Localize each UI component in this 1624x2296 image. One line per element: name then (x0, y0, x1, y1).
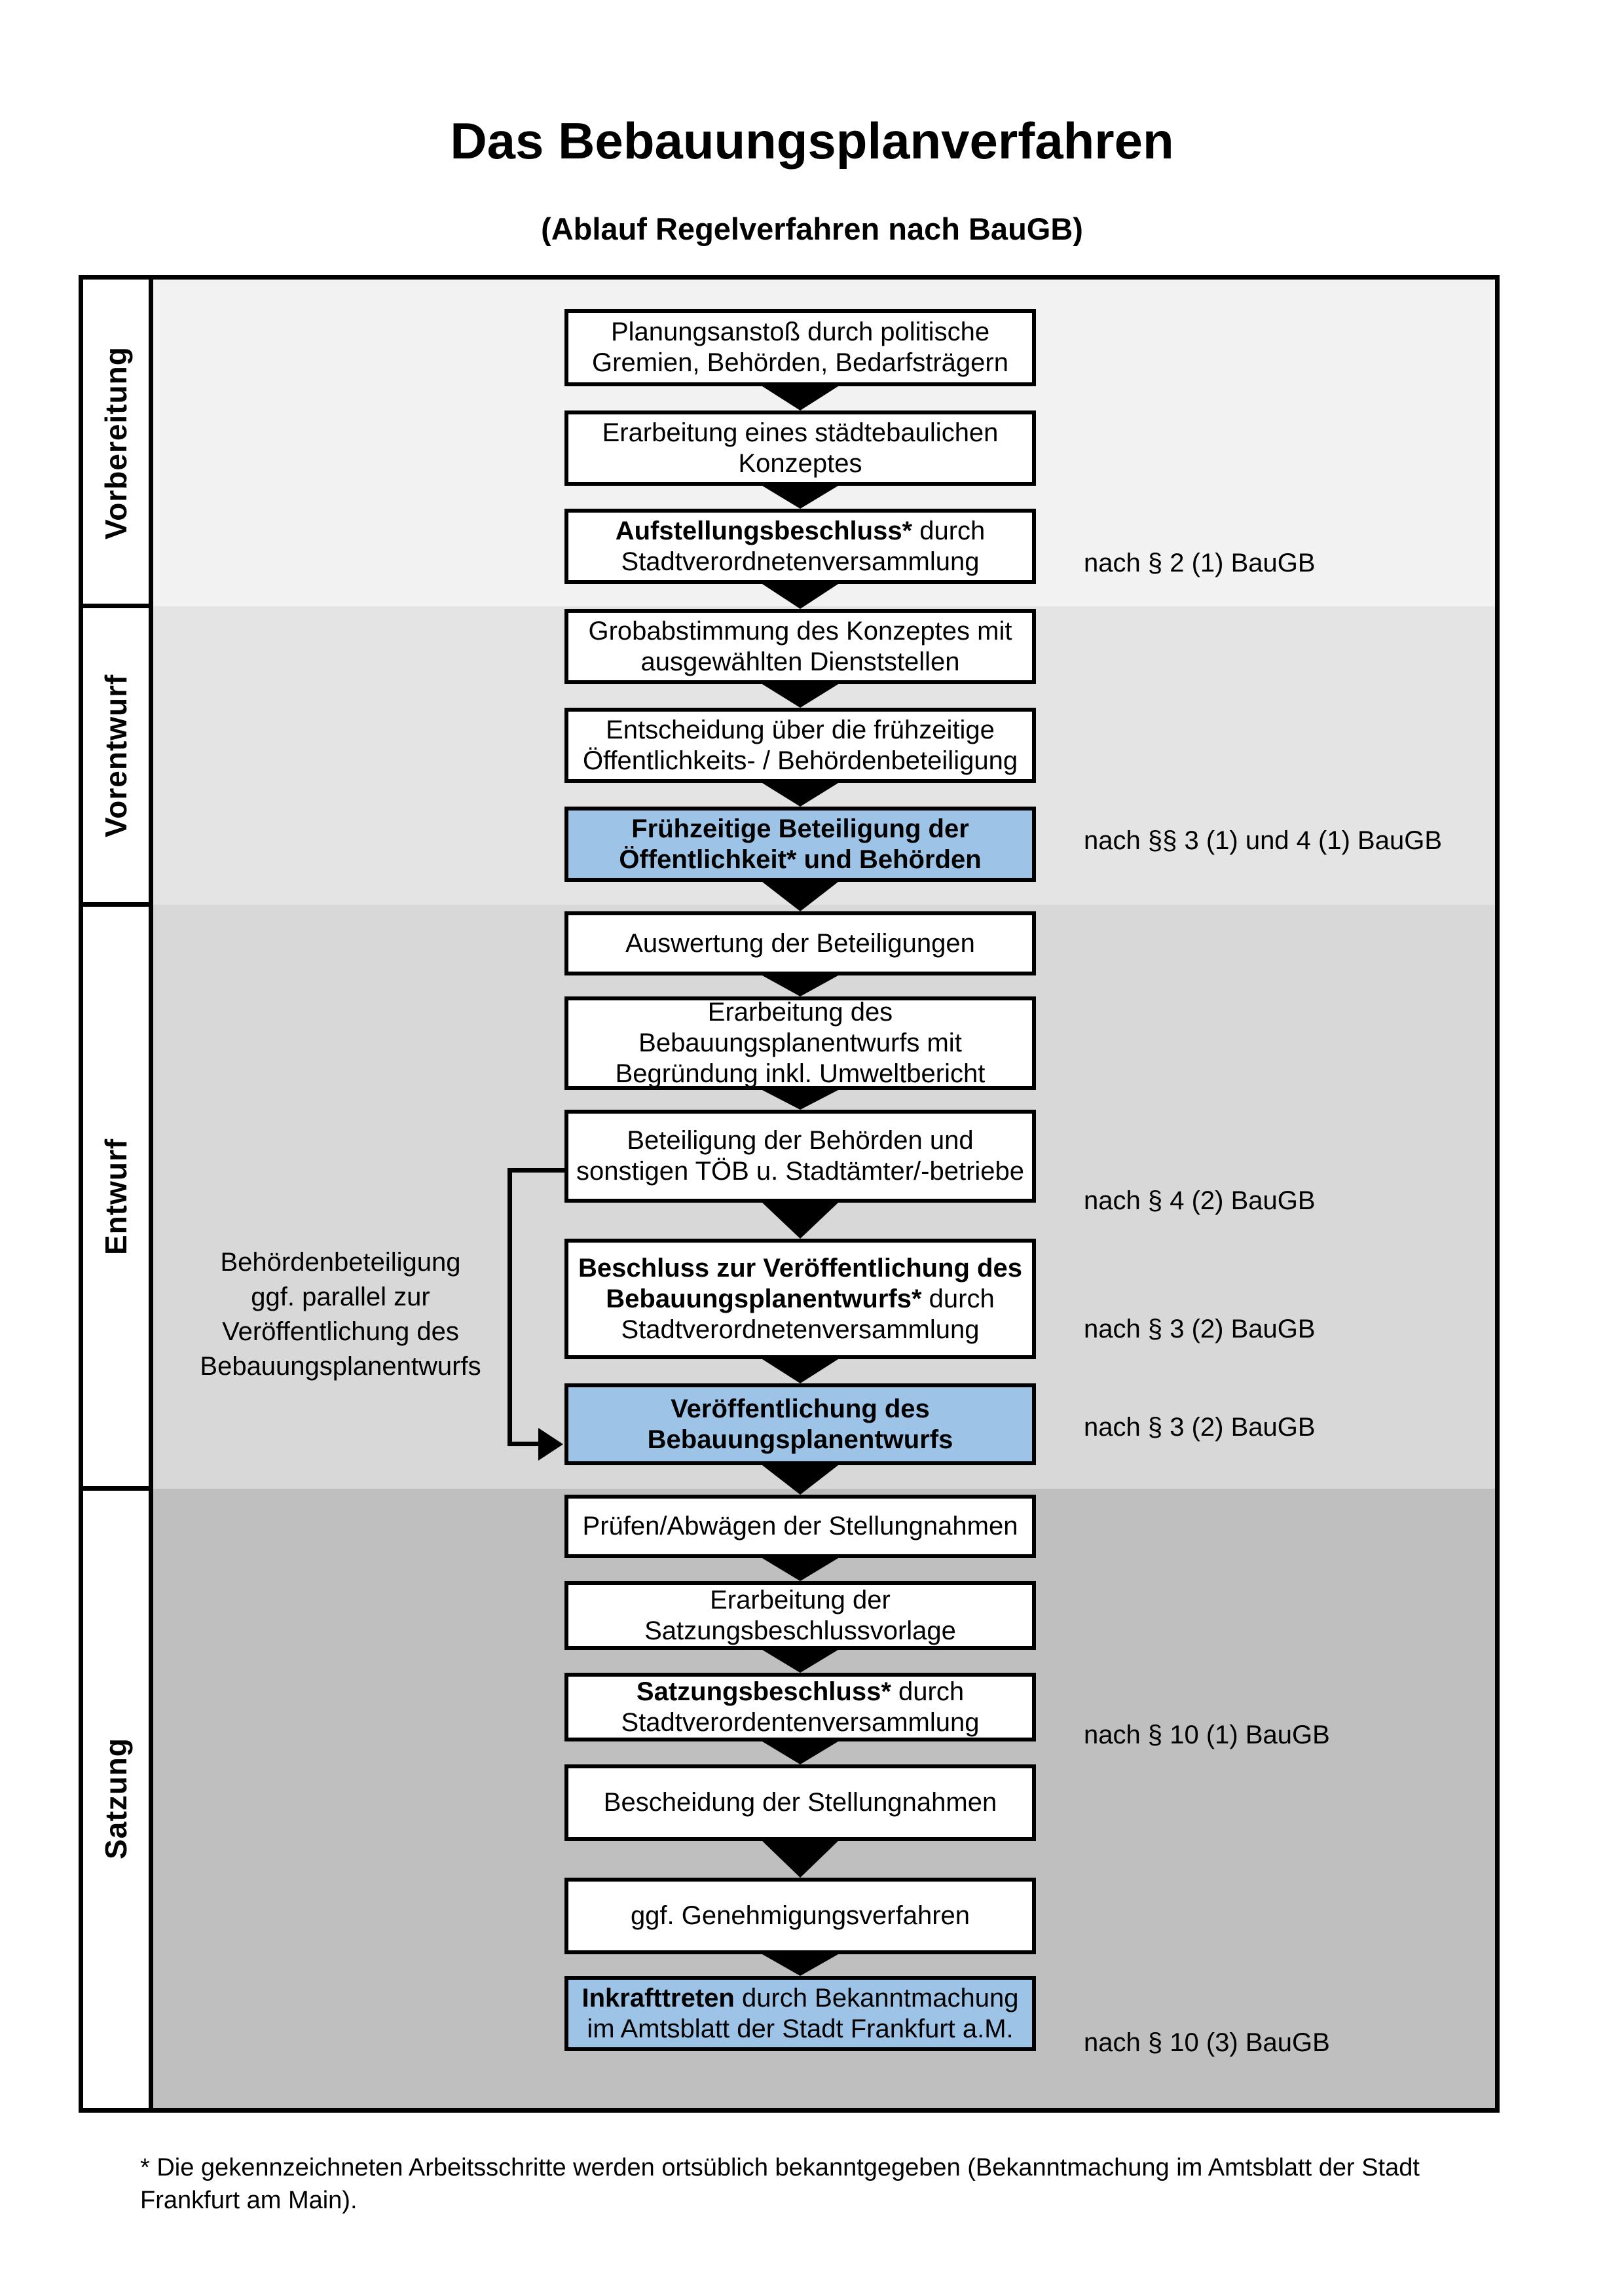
phase-divider-line (79, 1486, 153, 1491)
flow-arrow-down-icon (762, 684, 838, 708)
page-subtitle: (Ablauf Regelverfahren nach BauGB) (541, 211, 1083, 246)
process-step-box: Planungsanstoß durch politische Gremien,… (564, 309, 1036, 386)
step-text-bold: Satzungsbeschluss* (636, 1677, 891, 1706)
legal-reference: nach § 4 (2) BauGB (1084, 1186, 1316, 1215)
step-text-wrap: Erarbeitung der Satzungsbeschlussvorlage (644, 1585, 956, 1647)
process-step-box: Satzungsbeschluss* durch Stadtverordente… (564, 1673, 1036, 1741)
flow-arrow-down-icon (762, 882, 838, 911)
process-step-box-highlighted: Frühzeitige Beteiligung der Öffentlichke… (564, 807, 1036, 882)
step-text: Erarbeitung eines städtebaulichen Konzep… (602, 418, 999, 478)
process-step-box: Beteiligung der Behörden und sonstigen T… (564, 1110, 1036, 1203)
step-text-wrap: Grobabstimmung des Konzeptes mit ausgewä… (589, 616, 1012, 678)
process-step-box-highlighted: Inkrafttreten durch Bekanntmachung im Am… (564, 1976, 1036, 2051)
flow-arrow-down-icon (762, 386, 838, 410)
phase-divider-line (79, 902, 153, 907)
step-text-wrap: Erarbeitung des Bebauungsplanentwurfs mi… (616, 997, 986, 1089)
flow-arrow-down-icon (762, 1741, 838, 1764)
step-text-bold: Aufstellungsbeschluss* (615, 516, 913, 545)
flow-arrow-down-icon (762, 1090, 838, 1110)
flowchart-frame (79, 275, 1500, 2113)
flow-arrow-down-icon (762, 975, 838, 996)
step-text: durch Stadtverordnetenversammlung (621, 516, 986, 576)
step-text-wrap: Bescheidung der Stellungnahmen (604, 1787, 997, 1818)
flow-arrow-down-icon (762, 783, 838, 807)
process-step-box: Erarbeitung des Bebauungsplanentwurfs mi… (564, 996, 1036, 1090)
step-text-wrap: Auswertung der Beteiligungen (625, 928, 975, 959)
step-text: durch Stadtverordentenversammlung (621, 1677, 980, 1737)
phase-label-column (83, 280, 149, 2108)
flow-arrow-down-icon (762, 1841, 838, 1878)
step-text-wrap: Satzungsbeschluss* durch Stadtverordente… (621, 1677, 980, 1738)
step-text-wrap: Beschluss zur Veröffentlichung des Bebau… (578, 1253, 1022, 1345)
legal-reference: nach § 3 (2) BauGB (1084, 1413, 1316, 1442)
step-text: Entscheidung über die frühzeitige Öffent… (582, 715, 1018, 775)
bracket-line-top (507, 1168, 564, 1173)
process-step-box: Aufstellungsbeschluss* durch Stadtverord… (564, 509, 1036, 584)
side-annotation: Behördenbeteiligung ggf. parallel zur Ve… (200, 1248, 481, 1381)
step-text-bold: Frühzeitige Beteiligung der Öffentlichke… (619, 814, 982, 874)
process-step-box: Erarbeitung eines städtebaulichen Konzep… (564, 410, 1036, 486)
step-text: durch Bekanntmachung im Amtsblatt der St… (587, 1983, 1019, 2043)
process-step-box: ggf. Genehmigungsverfahren (564, 1878, 1036, 1954)
step-text-wrap: Planungsanstoß durch politische Gremien,… (592, 317, 1008, 378)
step-text: Auswertung der Beteiligungen (625, 928, 975, 958)
phase-column-border (149, 280, 153, 2108)
step-text-bold: Inkrafttreten (581, 1983, 735, 2013)
step-text: Beteiligung der Behörden und sonstigen T… (576, 1126, 1025, 1186)
flow-arrow-down-icon (762, 1558, 838, 1581)
process-step-box: Prüfen/Abwägen der Stellungnahmen (564, 1495, 1036, 1558)
bracket-line-vertical (507, 1168, 512, 1446)
process-step-box: Bescheidung der Stellungnahmen (564, 1764, 1036, 1841)
flow-arrow-down-icon (762, 584, 838, 609)
flow-arrow-down-icon (762, 1954, 838, 1976)
process-step-box: Beschluss zur Veröffentlichung des Bebau… (564, 1239, 1036, 1359)
step-text: durch Stadtverordnetenversammlung (621, 1284, 995, 1344)
process-step-box: Entscheidung über die frühzeitige Öffent… (564, 708, 1036, 783)
step-text: Erarbeitung der Satzungsbeschlussvorlage (644, 1585, 956, 1645)
flow-arrow-down-icon (762, 1650, 838, 1673)
step-text: Grobabstimmung des Konzeptes mit ausgewä… (588, 616, 1012, 676)
flow-arrow-down-icon (762, 1203, 838, 1239)
legal-reference: nach § 2 (1) BauGB (1084, 549, 1316, 577)
step-text-wrap: Inkrafttreten durch Bekanntmachung im Am… (581, 1983, 1018, 2045)
step-text: Prüfen/Abwägen der Stellungnahmen (582, 1512, 1018, 1540)
step-text-wrap: Veröffentlichung des Bebauungsplanentwur… (648, 1394, 953, 1455)
process-step-box: Auswertung der Beteiligungen (564, 911, 1036, 975)
step-text-wrap: Entscheidung über die frühzeitige Öffent… (583, 715, 1018, 776)
step-text-wrap: Beteiligung der Behörden und sonstigen T… (576, 1125, 1024, 1187)
step-text-bold: Veröffentlichung des Bebauungsplanentwur… (647, 1394, 953, 1454)
step-text: ggf. Genehmigungsverfahren (630, 1901, 970, 1930)
phase-divider-line (79, 604, 153, 608)
legal-reference: nach § 10 (1) BauGB (1084, 1721, 1330, 1749)
process-step-box: Grobabstimmung des Konzeptes mit ausgewä… (564, 609, 1036, 684)
bracket-line-bottom (507, 1442, 544, 1446)
step-text-wrap: ggf. Genehmigungsverfahren (631, 1901, 970, 1931)
legal-reference: nach § 3 (2) BauGB (1084, 1315, 1316, 1343)
process-step-box: Erarbeitung der Satzungsbeschlussvorlage (564, 1581, 1036, 1650)
flow-arrow-down-icon (762, 1465, 838, 1495)
bracket-arrowhead-icon (538, 1428, 563, 1461)
step-text-wrap: Frühzeitige Beteiligung der Öffentlichke… (619, 814, 981, 875)
flow-arrow-down-icon (762, 1359, 838, 1383)
legal-reference: nach § 10 (3) BauGB (1084, 2028, 1330, 2057)
flow-arrow-down-icon (762, 486, 838, 509)
step-text: Bescheidung der Stellungnahmen (603, 1788, 997, 1817)
step-text-wrap: Erarbeitung eines städtebaulichen Konzep… (602, 418, 999, 479)
step-text-bold: Beschluss zur Veröffentlichung des Bebau… (578, 1253, 1022, 1313)
step-text-wrap: Aufstellungsbeschluss* durch Stadtverord… (616, 516, 986, 577)
footnote: * Die gekennzeichneten Arbeitsschritte w… (140, 2154, 1420, 2214)
page-title: Das Bebauungsplanverfahren (450, 112, 1174, 170)
step-text: Erarbeitung des Bebauungsplanentwurfs mi… (615, 998, 986, 1088)
step-text: Planungsanstoß durch politische Gremien,… (592, 318, 1008, 377)
process-step-box-highlighted: Veröffentlichung des Bebauungsplanentwur… (564, 1383, 1036, 1465)
step-text-wrap: Prüfen/Abwägen der Stellungnahmen (583, 1511, 1018, 1542)
legal-reference: nach §§ 3 (1) und 4 (1) BauGB (1084, 826, 1442, 855)
